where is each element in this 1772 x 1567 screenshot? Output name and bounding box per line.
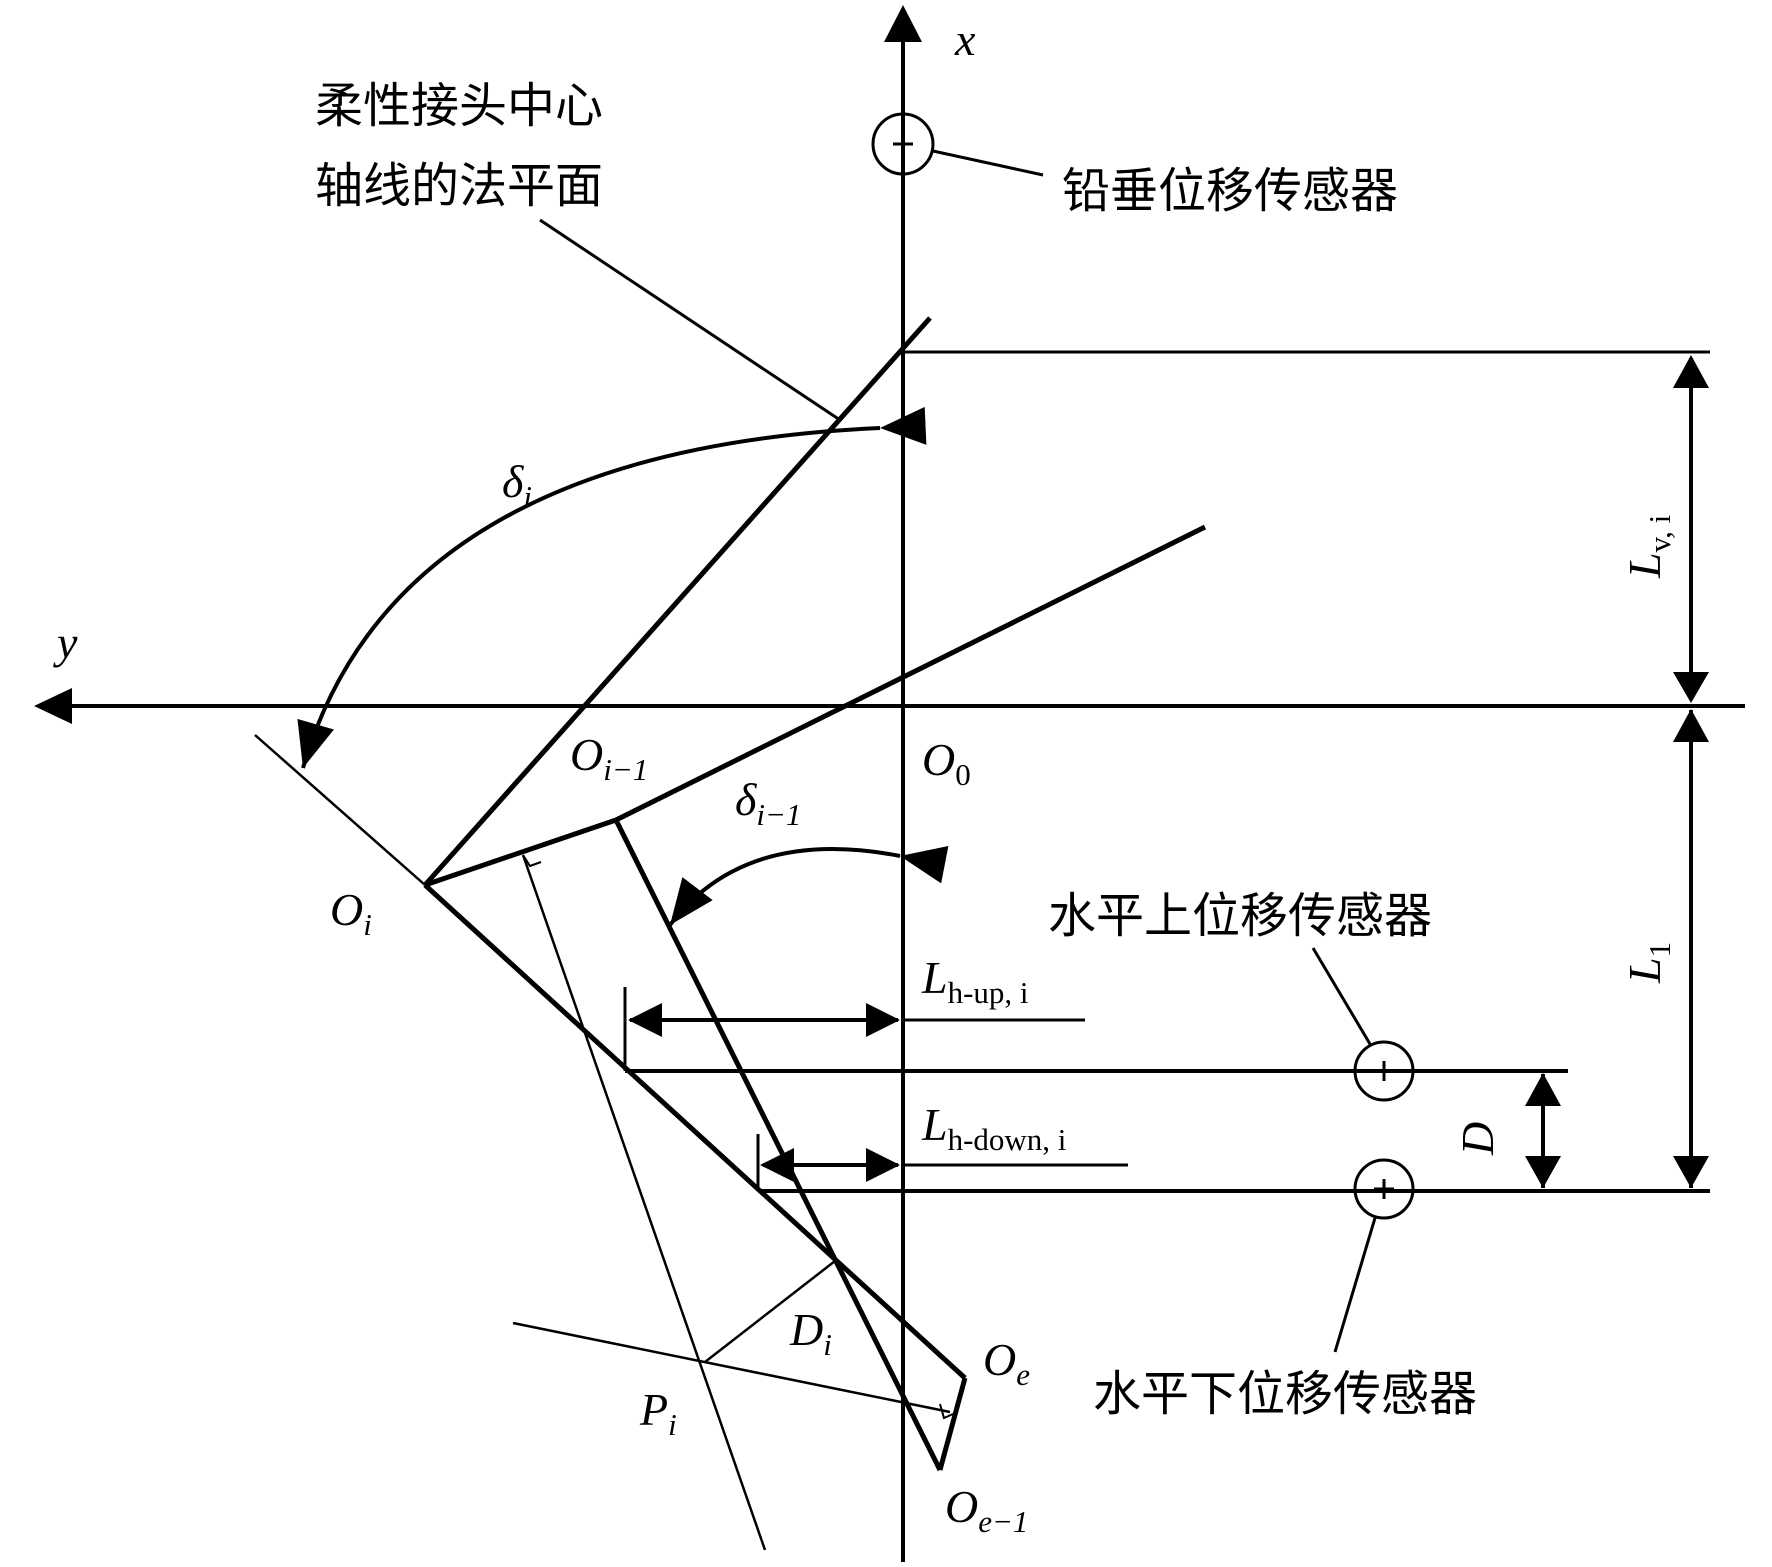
- lower-sensor-icon: [1353, 1158, 1415, 1220]
- vertical-sensor-leader: [932, 149, 1044, 177]
- angle-arcs: [297, 406, 949, 927]
- d-label: D: [1452, 1122, 1503, 1156]
- thin-extension-line: [254, 734, 426, 886]
- lhdown-arrowhead-right: [866, 1148, 900, 1182]
- lv-arrowhead-bottom: [1673, 672, 1709, 703]
- dimension-arrows: [628, 355, 1709, 1188]
- d-arrowhead-top: [1525, 1073, 1561, 1106]
- pi-label: Pi: [639, 1384, 677, 1442]
- segment-oe-oe1: [937, 1377, 968, 1471]
- reference-lines: [623, 350, 1710, 1193]
- x-axis-label: x: [954, 14, 976, 65]
- segment-oi-oi1: [424, 817, 617, 888]
- lhup-arrowhead-left: [628, 1003, 662, 1037]
- d-arrowhead-bottom: [1525, 1156, 1561, 1188]
- l1-arrowhead-bottom: [1673, 1156, 1709, 1188]
- oi-label: Oi: [330, 884, 372, 942]
- normal-plane-line: [423, 316, 932, 887]
- right-angle-mark-oe: [939, 1403, 954, 1420]
- line-through-pi: [512, 1321, 951, 1414]
- oi-1-label: Oi−1: [570, 729, 648, 787]
- sensors: [871, 112, 1415, 1220]
- lower-sensor-label: 水平下位移传感器: [1093, 1366, 1477, 1422]
- delta-i-label: δi: [502, 456, 532, 514]
- coordinate-axes: [34, 5, 1745, 1562]
- plane-leader: [539, 218, 841, 422]
- l1-arrowhead-top: [1673, 709, 1709, 742]
- thin-line-pi: [521, 854, 767, 1551]
- y-axis-arrowhead: [34, 688, 72, 724]
- y-axis-label: y: [53, 617, 78, 668]
- segment-oi1-oe1: [613, 818, 943, 1472]
- di-label: Di: [789, 1304, 832, 1362]
- delta-i-arc: [297, 406, 927, 769]
- leader-lines: [539, 149, 1377, 1353]
- lv-label: Lv, i: [1619, 514, 1677, 579]
- lower-sensor-leader: [1333, 1217, 1377, 1353]
- lv-arrowhead-top: [1673, 355, 1709, 388]
- l1-label: L1: [1619, 942, 1677, 984]
- delta-i-1-label: δi−1: [735, 774, 801, 832]
- delta-i-1-arc: [668, 845, 949, 927]
- normal-plane-label-line1: 柔性接头中心: [315, 78, 603, 134]
- o0-label: O0: [922, 734, 971, 792]
- oe-1-label: Oe−1: [945, 1481, 1028, 1539]
- lhdown-arrowhead-left: [760, 1148, 794, 1182]
- upper-sensor-leader: [1311, 947, 1372, 1045]
- vertical-sensor-icon: [871, 112, 935, 176]
- lhup-label: Lh-up, i: [921, 952, 1029, 1010]
- vertical-sensor-label: 铅垂位移传感器: [1062, 163, 1398, 219]
- lhdown-label: Lh-down, i: [921, 1099, 1067, 1157]
- x-axis-arrowhead: [884, 5, 922, 42]
- lhup-arrowhead-right: [866, 1003, 900, 1037]
- segment-oi-oe: [423, 883, 967, 1380]
- normal-plane-label-line2: 轴线的法平面: [315, 158, 603, 214]
- oe-label: Oe: [983, 1334, 1030, 1392]
- right-angle-mark-pi: [522, 854, 542, 868]
- upper-sensor-label: 水平上位移传感器: [1048, 888, 1432, 944]
- distance-di-line: [704, 1260, 836, 1363]
- upper-sensor-icon: [1353, 1040, 1415, 1102]
